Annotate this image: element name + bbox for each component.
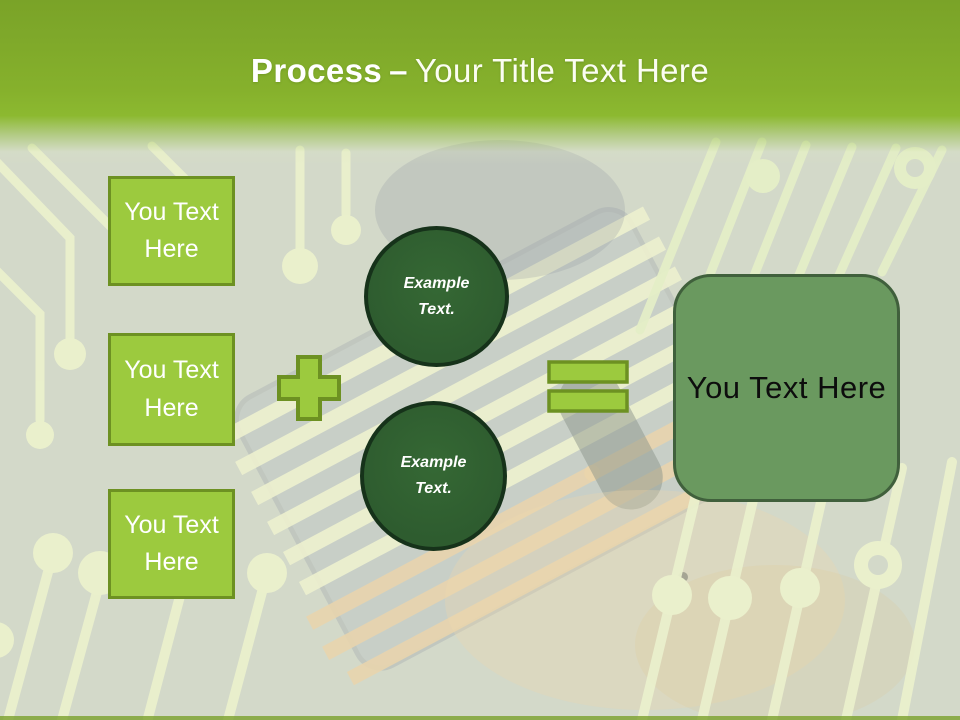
input-box-3: You Text Here bbox=[108, 489, 235, 599]
equals-icon bbox=[547, 360, 629, 413]
plus-icon bbox=[277, 355, 341, 421]
result-box-label: You Text Here bbox=[686, 370, 887, 405]
slide-title-keyword: Process bbox=[250, 52, 383, 89]
bottom-accent-bar bbox=[0, 716, 960, 720]
input-box-1-label: You Text Here bbox=[124, 197, 219, 264]
example-circle-1-label: Example Text. bbox=[403, 274, 470, 318]
input-box-2-label: You Text Here bbox=[124, 356, 219, 422]
example-circle-2: Example Text. bbox=[360, 401, 507, 551]
example-circle-2-label: Example Text. bbox=[400, 454, 467, 497]
slide-title-subtitle: Your Title Text Here bbox=[414, 52, 710, 89]
input-box-3-label: You Text Here bbox=[124, 510, 219, 577]
example-circle-1: Example Text. bbox=[364, 226, 509, 367]
result-box: You Text Here bbox=[673, 274, 900, 502]
input-box-2: You Text Here bbox=[108, 333, 235, 446]
slide-title-separator: – bbox=[389, 52, 408, 89]
slide-title: Process–Your Title Text Here bbox=[0, 52, 960, 90]
input-box-1: You Text Here bbox=[108, 176, 235, 286]
